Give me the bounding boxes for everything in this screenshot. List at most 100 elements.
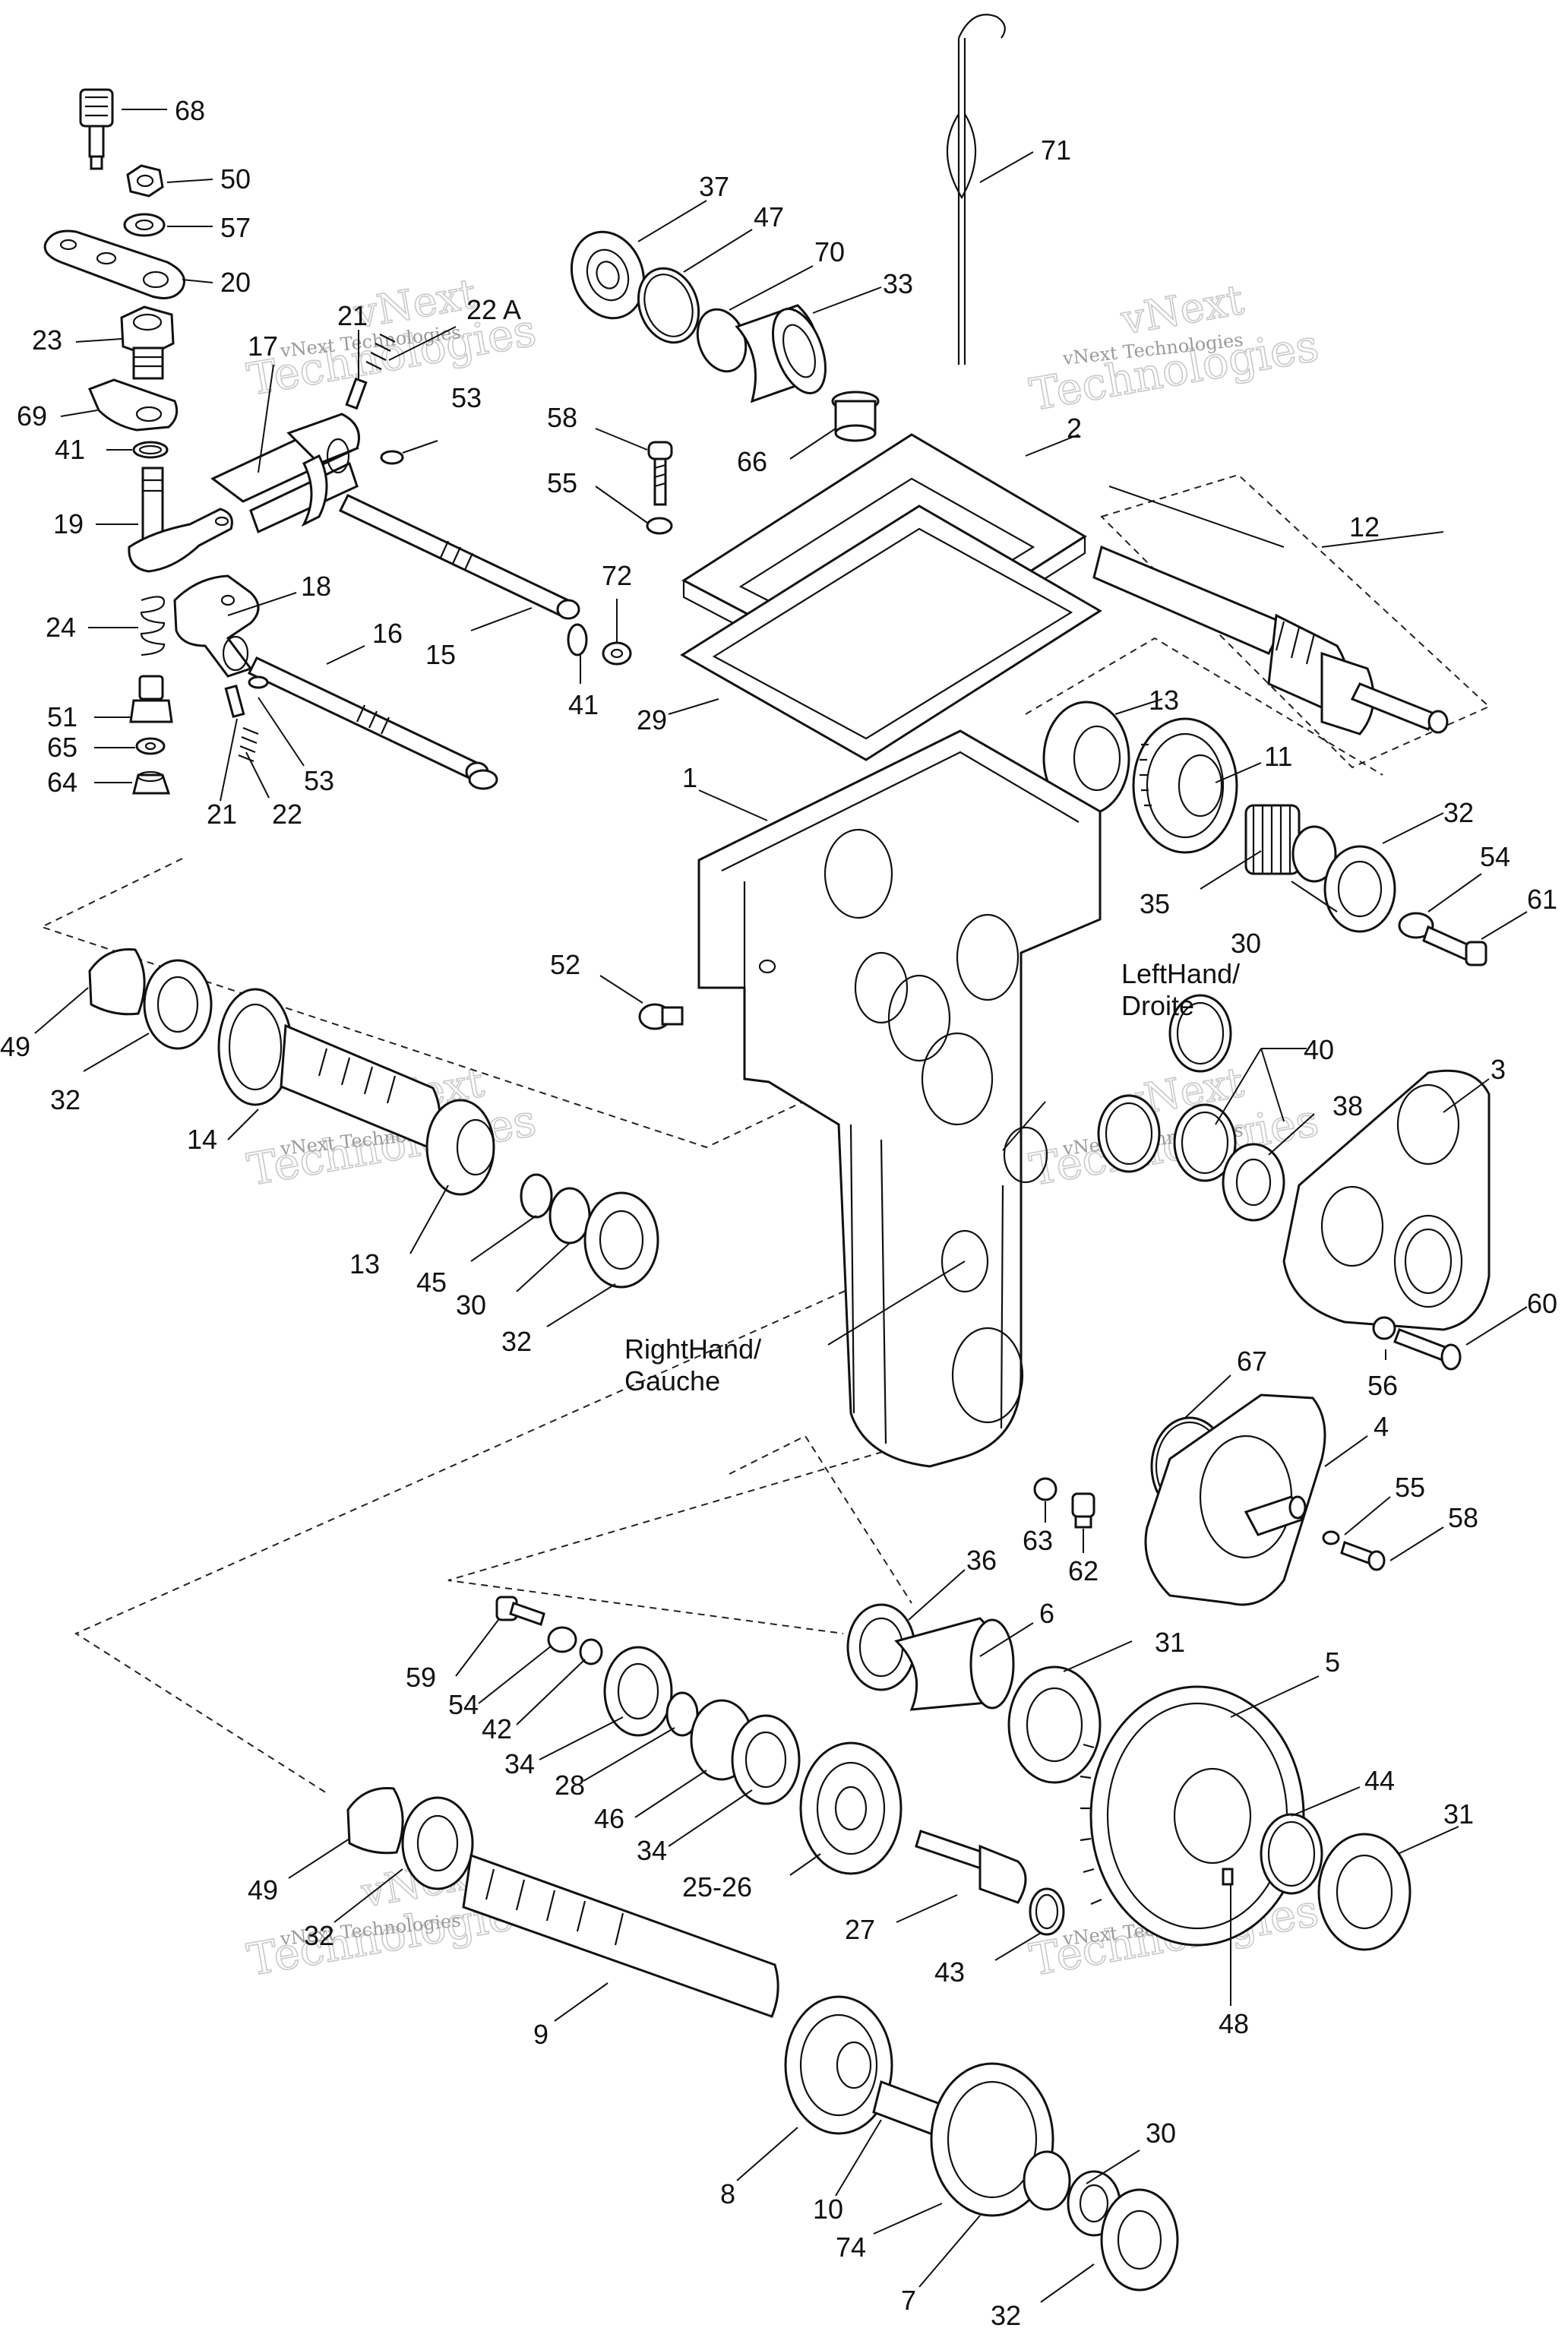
callout-32-lower: 32 [304,1920,334,1951]
callout-52: 52 [550,949,580,980]
callout-51: 51 [47,701,77,732]
callout-44: 44 [1364,1765,1395,1796]
spring-part [140,596,166,656]
lever-shaft-part [128,467,233,573]
callout-47: 47 [754,201,784,232]
gasket-part [680,505,1102,761]
side-cover-part [1282,1069,1491,1331]
gear-set-upper-right-part [1042,701,1238,854]
callout-67: 67 [1237,1346,1267,1377]
shift-fork-upper-part [210,413,360,534]
nut-part [126,164,164,198]
callout-22: 22 [272,799,302,830]
callout-6: 6 [1039,1598,1054,1629]
output-bearing-part [1007,1665,1102,1784]
callout-14: 14 [187,1124,217,1155]
callout-45: 45 [416,1267,447,1298]
callout-1: 1 [682,762,697,793]
callout-50: 50 [220,163,251,195]
screw-upper-part [646,441,673,535]
pin-spring-part [345,334,396,410]
input-shaft-part [1092,545,1449,735]
callout-24: 24 [46,612,76,643]
seal-rings-right-part [1097,994,1285,1222]
lower-gear-cluster-part [784,1995,1179,2292]
callout-63: 63 [1023,1525,1053,1556]
drain-plug-part [1033,1477,1095,1529]
bearing-set-right-part [1244,804,1487,966]
callout-74: 74 [836,2232,866,2263]
callout-3: 3 [1491,1054,1506,1085]
shift-rod-upper-part [338,494,580,620]
callout-58-lower: 58 [1448,1502,1478,1533]
callout-15: 15 [425,639,456,670]
callout-41: 41 [55,434,85,465]
hand-labels: LeftHand/ Droite RightHand/ Gauche [624,958,1240,1396]
shift-fork-lower-part [173,574,260,678]
callout-40: 40 [1304,1034,1334,1065]
callout-2: 2 [1067,413,1082,444]
callout-7: 7 [901,2285,916,2316]
callout-72: 72 [602,560,632,591]
dipstick-part [946,14,1006,365]
callout-32-left: 32 [50,1084,81,1115]
callout-60: 60 [1527,1288,1557,1319]
callout-54-upper: 54 [1480,841,1510,872]
leader-lines [34,109,1528,2303]
callout-8: 8 [720,2178,735,2209]
sensor-part [79,88,114,170]
callout-70: 70 [814,236,845,267]
callout-38: 38 [1332,1090,1363,1121]
callout-19: 19 [53,508,84,539]
large-gear-part [1080,1685,1305,1947]
assembly-dashed-lines [40,473,1491,1794]
callout-13-lower: 13 [349,1248,380,1279]
callout-66: 66 [737,446,767,477]
callout-9: 9 [533,2019,548,2050]
o-rings-shaft-part [468,623,632,790]
main-shaft-part [462,1853,779,2018]
callout-10: 10 [813,2194,843,2225]
callout-30-lower: 30 [1146,2118,1176,2149]
plug-part [129,675,173,795]
callout-43: 43 [934,1956,965,1988]
callout-69: 69 [17,400,47,432]
callout-46: 46 [594,1803,624,1834]
o-ring-part [132,441,169,459]
callout-28: 28 [555,1770,585,1801]
callouts: 68 50 57 20 23 69 41 19 24 51 65 64 21 2… [0,95,1557,2328]
callout-21-upper: 21 [337,300,368,331]
callout-31-upper: 31 [1155,1627,1185,1658]
callout-54-lower: 54 [448,1689,479,1720]
callout-29: 29 [637,704,667,735]
callout-64: 64 [47,767,77,798]
left-gear-train-part [88,948,659,1289]
callout-5: 5 [1325,1646,1340,1678]
callout-27: 27 [845,1914,875,1945]
callout-13-upper: 13 [1149,685,1179,716]
end-cover-part [1144,1393,1326,1606]
callout-32-left-lower: 32 [501,1326,532,1357]
callout-36: 36 [966,1545,997,1576]
callout-56: 56 [1367,1370,1398,1401]
left-hand-label-line1: LeftHand/ [1121,958,1240,989]
callout-35: 35 [1140,888,1170,919]
callout-32-bottom: 32 [991,2300,1021,2328]
callout-65: 65 [47,732,77,763]
side-bolt-part [1372,1316,1462,1371]
callout-59: 59 [406,1662,436,1693]
callout-18: 18 [301,571,331,602]
callout-55-lower: 55 [1395,1472,1425,1503]
callout-48: 48 [1219,2008,1249,2039]
callout-71: 71 [1041,134,1071,166]
right-hand-label-line2: Gauche [624,1365,720,1396]
callout-68: 68 [175,95,205,126]
hex-bushing-part [120,305,175,380]
callout-49-upper: 49 [0,1031,30,1062]
callout-55-upper: 55 [547,467,577,498]
output-seal-sleeve-part [846,1603,1015,1711]
callout-53-upper: 53 [451,382,482,413]
watermark-top-left: vNext Technologies vNext Technologies [243,269,540,406]
watermark-top-right: vNext Technologies vNext Technologies [1026,275,1323,422]
